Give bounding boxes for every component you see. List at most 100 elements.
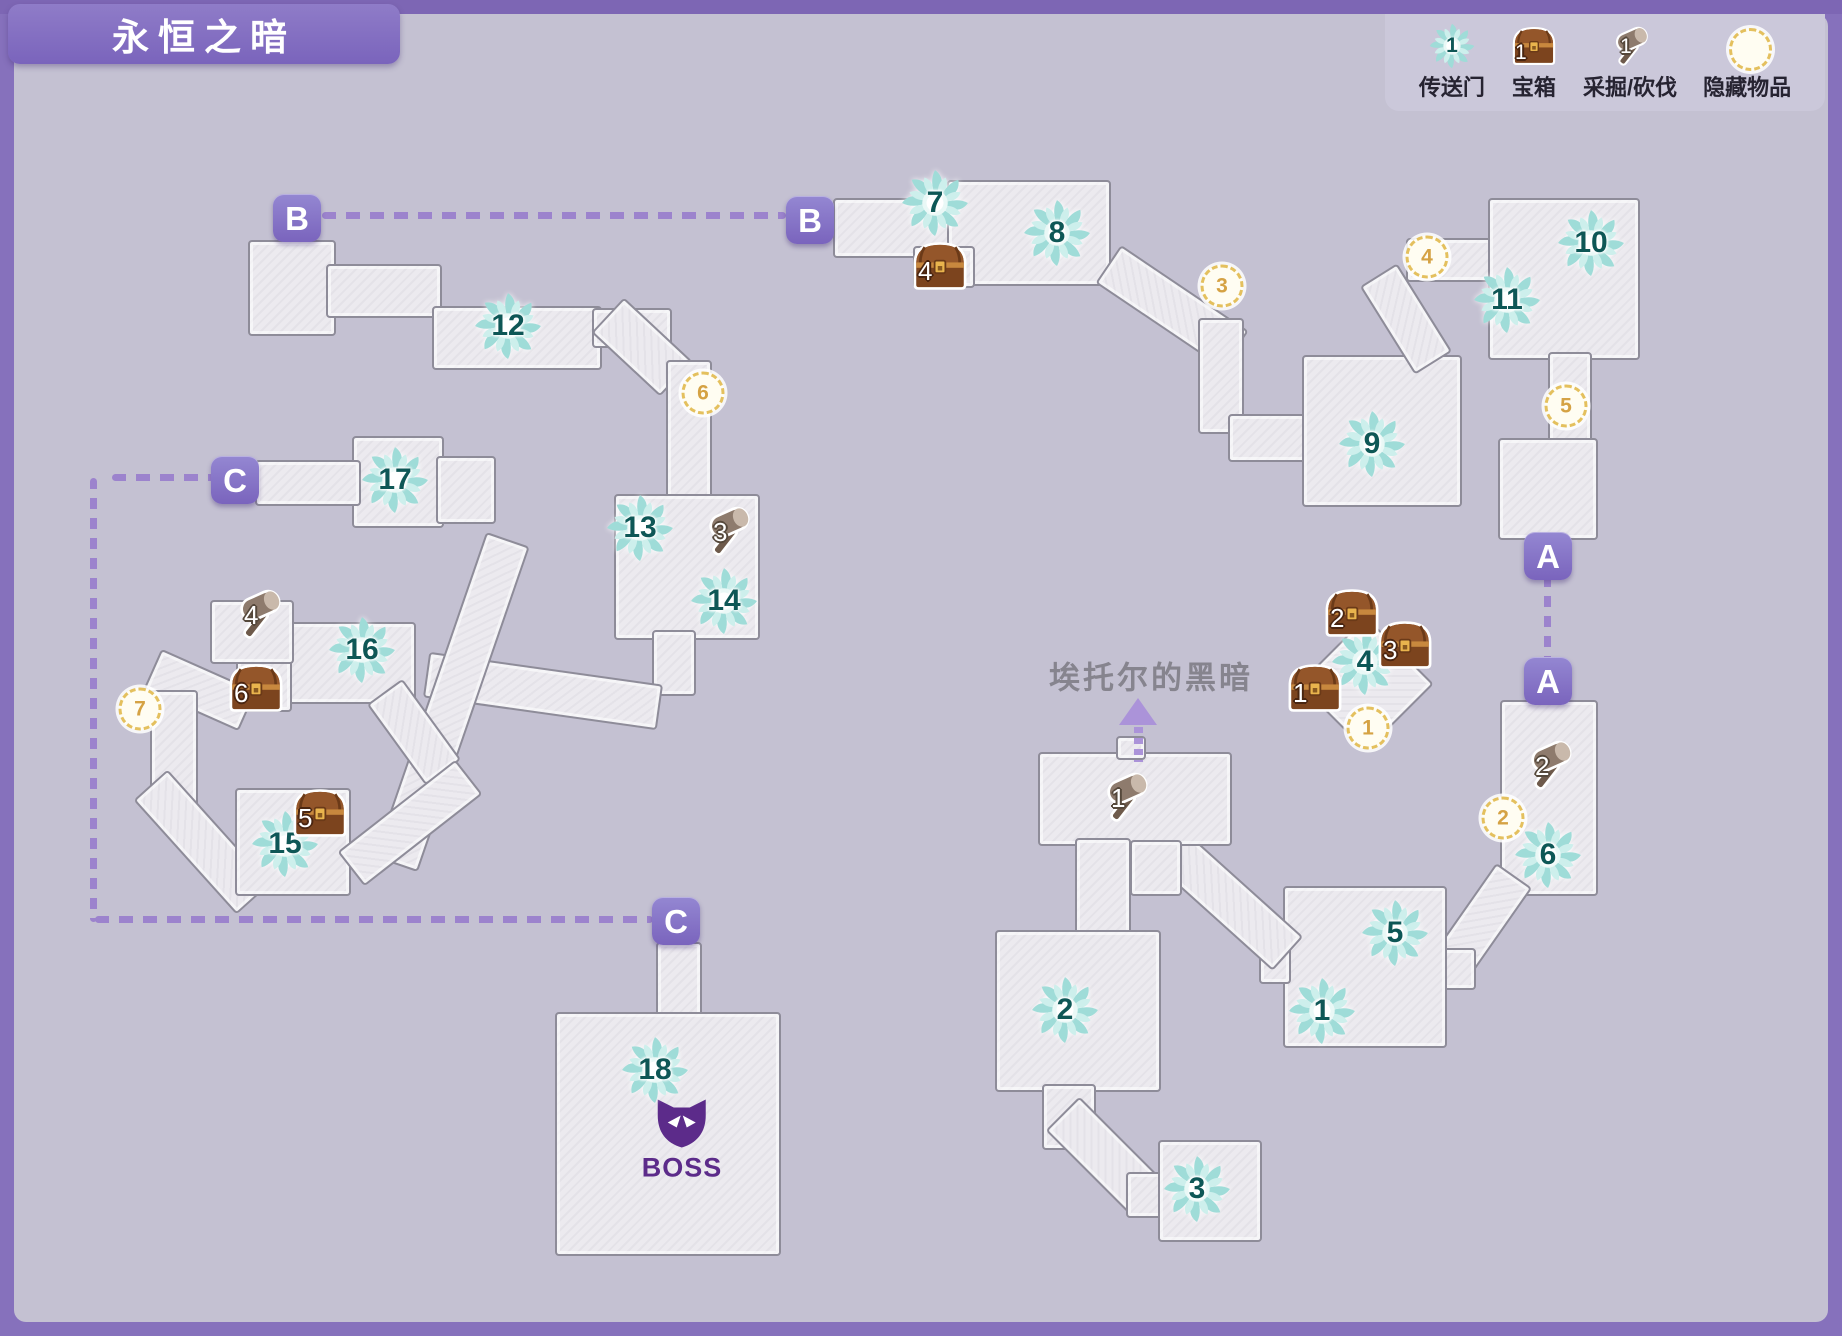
portal-number: 8 [1048,216,1066,249]
portal-number: 5 [1386,916,1404,949]
boss-label: BOSS [641,1152,723,1183]
waypoint-letter: A [1536,662,1560,700]
portal-marker-17: 17 [361,446,429,514]
route-connector [1544,576,1551,662]
hidden-item-number: 2 [1497,806,1509,830]
map-title-text: 永恒之暗 [112,17,296,58]
entrance-arrow-icon [1119,698,1157,725]
gather-marker-1: 1 [1096,768,1154,826]
gather-marker-3: 3 [698,502,756,560]
gather-number: 1 [1111,783,1126,813]
hidden-item-number: 7 [134,697,146,721]
rooms-layer [14,14,1828,1322]
waypoint-letter: B [285,199,309,237]
legend-chest-num: 1 [1514,41,1527,64]
map-room [436,456,496,524]
portal-marker-8: 8 [1023,199,1091,267]
decoration-layer: 埃托尔的黑暗 BOSS [14,14,1828,1322]
legend-panel: 1 传送门 1 宝箱 1 采掘/砍伐 [1385,14,1825,111]
legend-hidden-label: 隐藏物品 [1703,75,1792,100]
gather-number: 4 [244,600,259,630]
waypoint-a-5: A [1524,657,1572,705]
portal-marker-4: 4 [1331,628,1399,696]
map-room [1130,840,1182,896]
chest-number: 6 [234,678,249,708]
route-connector [112,474,214,481]
map-room [326,264,442,318]
portal-marker-7: 7 [901,169,969,237]
waypoint-c-2: C [211,456,259,504]
portal-marker-11: 11 [1473,266,1541,334]
chest-number: 1 [1293,678,1308,708]
portal-number: 16 [345,633,379,666]
route-lines-layer [14,14,1828,1322]
portal-number: 17 [378,463,412,496]
portal-number: 6 [1539,838,1557,871]
chest-number: 3 [1383,635,1398,665]
hidden-item-number: 4 [1421,245,1433,269]
portal-marker-12: 12 [474,292,542,360]
chest-marker-2: 2 [1323,587,1381,639]
legend-item-hidden: 1 隐藏物品 [1703,23,1791,102]
hidden-item-marker-1: 1 [1346,706,1390,750]
portal-number: 11 [1491,283,1523,316]
portal-number: 3 [1188,1172,1206,1205]
waypoint-letter: C [223,461,247,499]
axe-icon: 1 [1607,23,1653,69]
hidden-item-marker-2: 2 [1481,796,1525,840]
page-title: 永恒之暗 [8,4,400,64]
portal-marker-9: 9 [1338,410,1406,478]
hidden-item-number: 6 [697,381,709,405]
portal-number: 14 [707,584,741,617]
chest-number: 2 [1330,603,1345,633]
portal-marker-14: 14 [690,567,758,635]
chest-number: 4 [918,256,933,286]
portal-number: 2 [1056,993,1074,1026]
map-room [248,240,336,336]
waypoint-b-0: B [273,194,321,242]
map-room [1075,838,1131,942]
hidden-item-marker-3: 3 [1200,264,1244,308]
portal-number: 1 [1313,994,1331,1027]
portal-marker-6: 6 [1514,821,1582,889]
map-room [1158,1140,1262,1242]
legend-item-chest: 1 宝箱 [1511,23,1557,102]
map-room [1228,414,1314,462]
portal-number: 10 [1574,226,1608,259]
waypoint-letter: A [1536,537,1560,575]
gather-marker-4: 4 [229,585,287,643]
portal-marker-18: 18 [621,1036,689,1104]
portal-number: 7 [926,186,944,219]
chest-marker-3: 3 [1376,619,1434,671]
portal-number: 18 [638,1053,672,1086]
hidden-item-marker-4: 4 [1405,235,1449,279]
gather-number: 2 [1535,751,1550,781]
chest-number: 5 [298,803,313,833]
chest-marker-6: 6 [227,662,285,714]
chest-icon: 1 [1511,23,1557,69]
waypoint-b-1: B [786,196,834,244]
legend-axe-label: 采掘/砍伐 [1582,75,1678,100]
portal-number: 12 [491,309,525,342]
portal-number: 4 [1356,645,1374,678]
hidden-item-number: 3 [1216,274,1228,298]
entrance-arrow-stem [1134,727,1143,762]
chest-marker-5: 5 [291,787,349,839]
gather-marker-2: 2 [1520,736,1578,794]
portal-marker-1: 1 [1288,977,1356,1045]
legend-axe-num: 1 [1620,35,1632,58]
waypoint-c-3: C [652,897,700,945]
hidden-item-marker-7: 7 [118,687,162,731]
portal-marker-10: 10 [1557,209,1625,277]
legend-item-portal: 1 传送门 [1419,23,1485,102]
route-connector [95,916,653,923]
portal-marker-13: 13 [606,494,674,562]
waypoint-letter: C [664,902,688,940]
waypoint-letter: B [798,201,822,239]
hidden-item-number: 5 [1560,394,1572,418]
portal-number: 13 [623,511,657,544]
gather-number: 3 [713,517,728,547]
chest-marker-1: 1 [1286,662,1344,714]
